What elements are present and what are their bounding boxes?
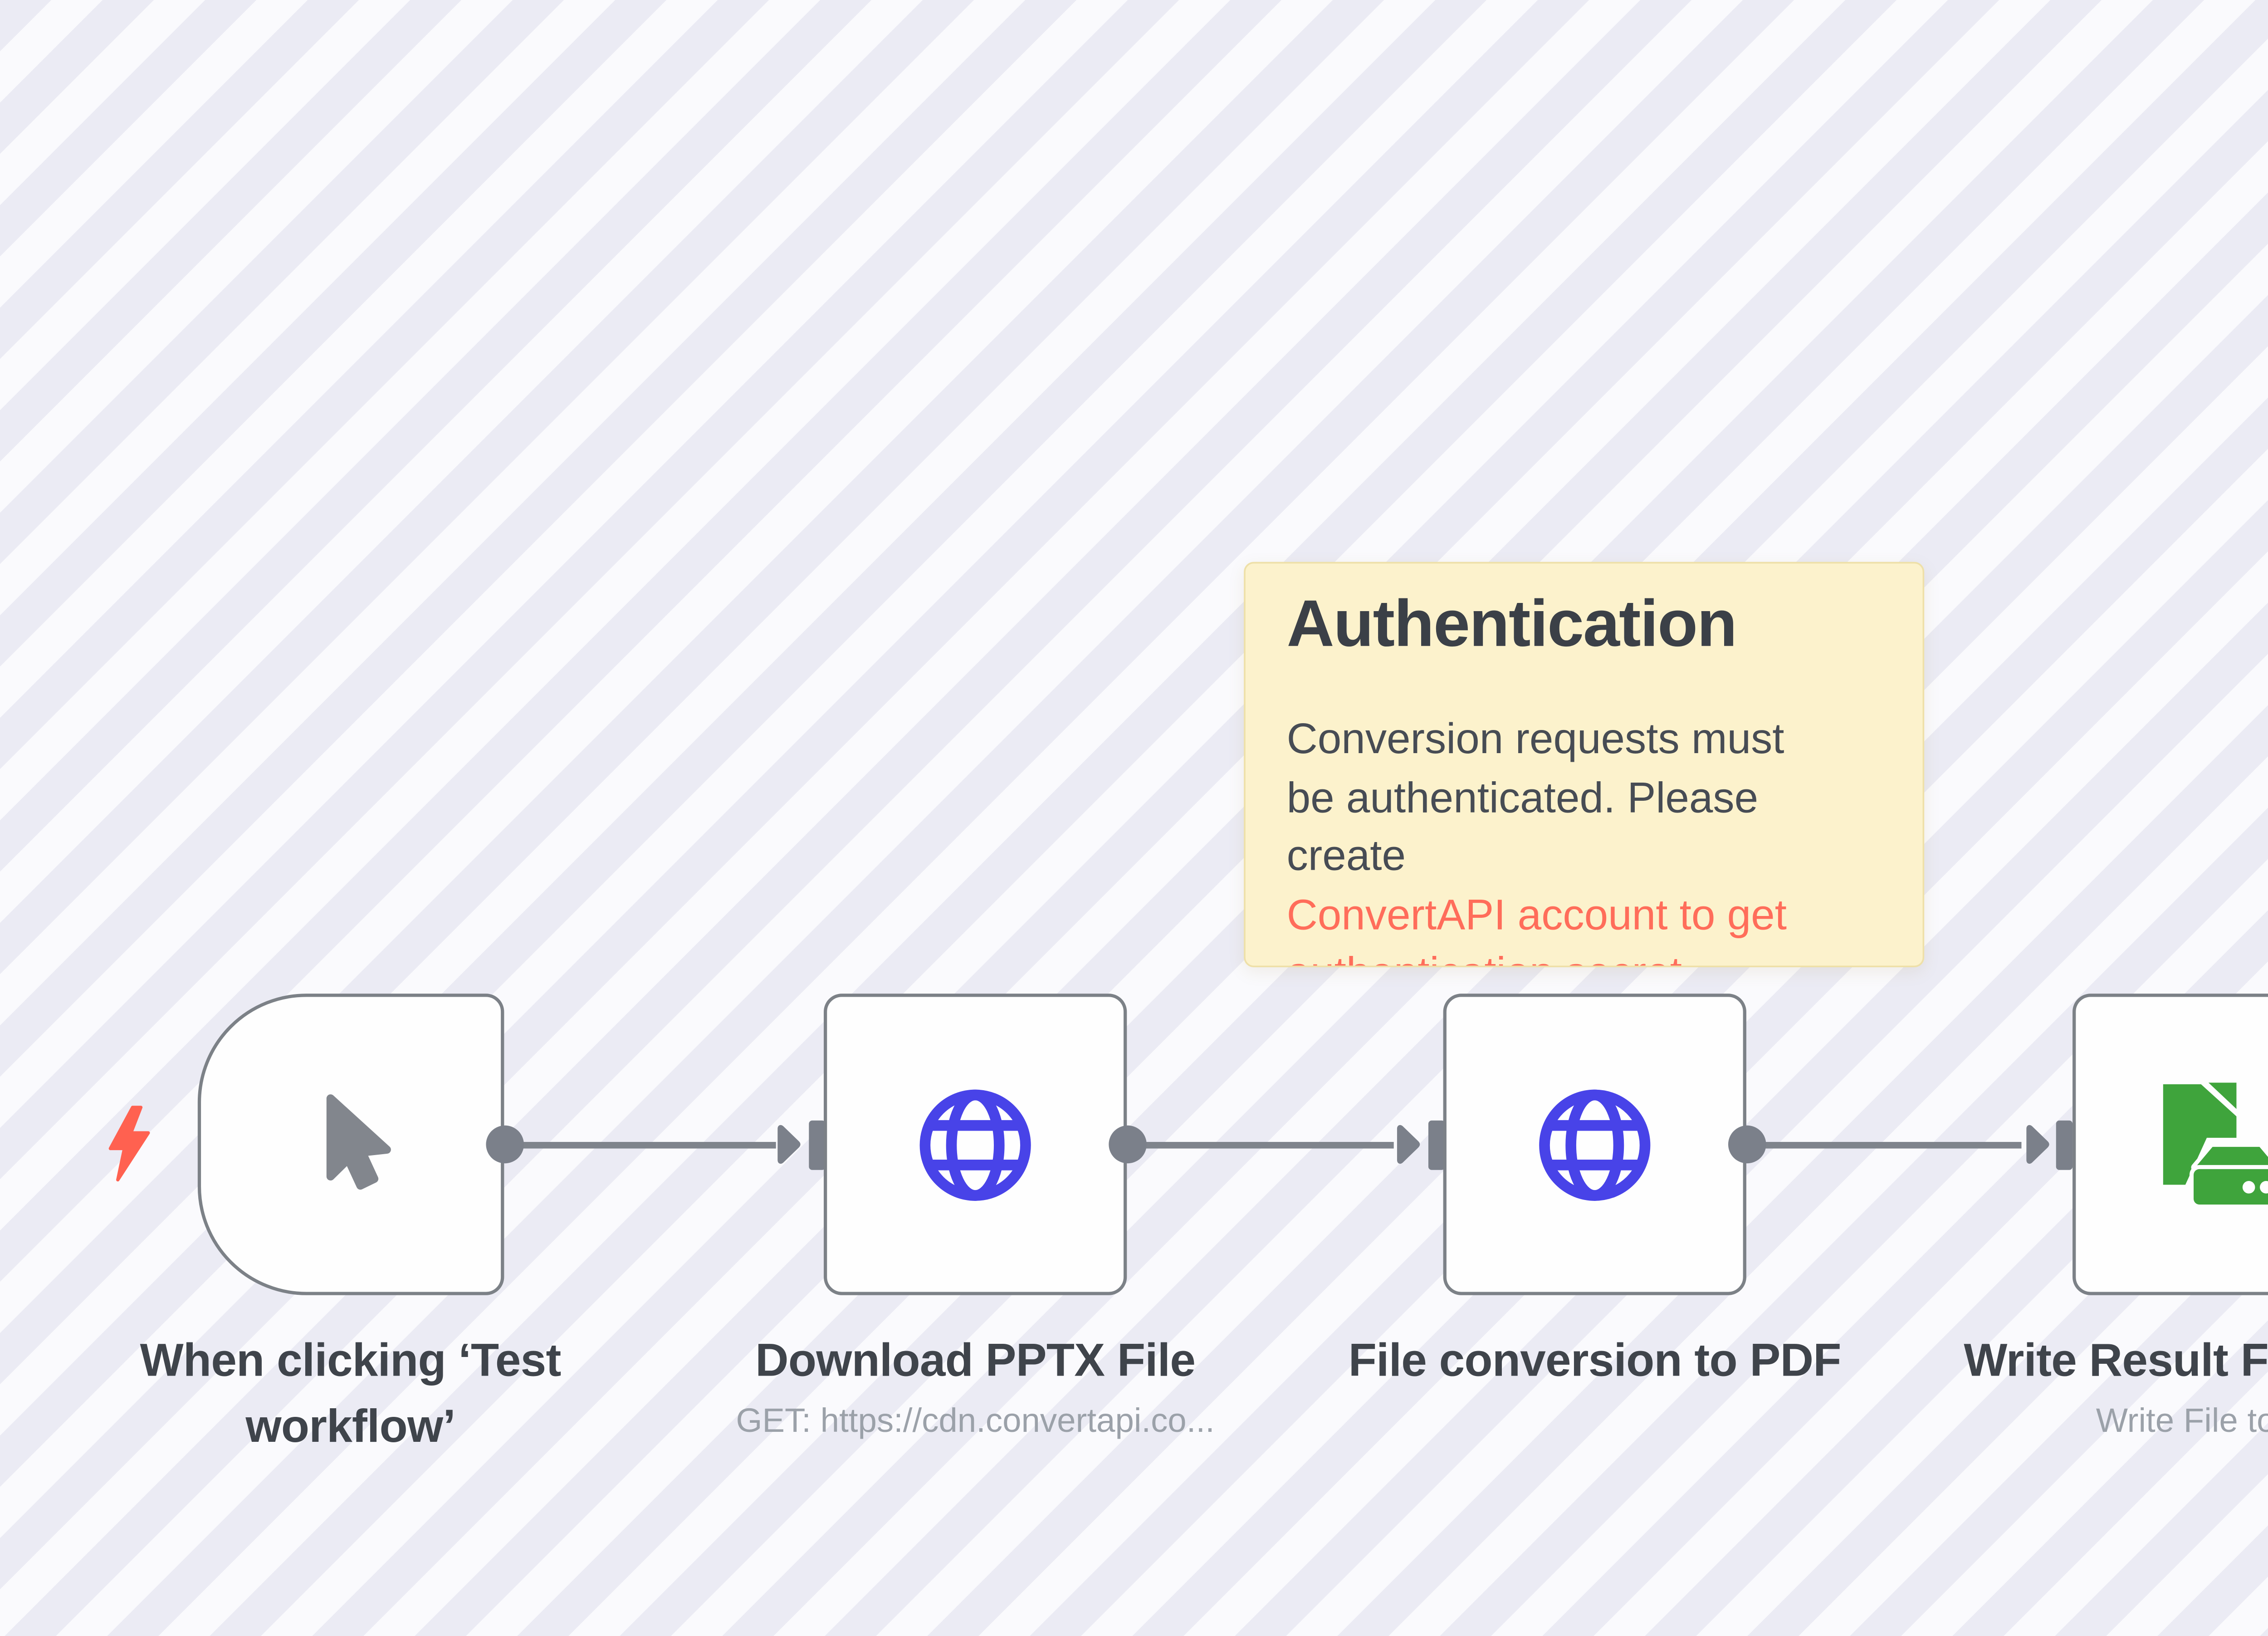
input-arrow-icon <box>1397 1125 1420 1164</box>
output-connector[interactable] <box>1108 1125 1146 1164</box>
node-download-pptx-file[interactable] <box>824 994 1127 1295</box>
mouse-pointer-icon <box>326 1093 391 1189</box>
sticky-note[interactable]: Authentication Conversion requests must b… <box>1244 562 1925 967</box>
node-file-conversion-to-pdf[interactable] <box>1443 994 1746 1295</box>
sticky-note-title: Authentication <box>1286 588 1737 661</box>
input-connector[interactable] <box>808 1119 825 1169</box>
node-title: Download PPTX File <box>755 1334 1196 1386</box>
node-title: Write Result File to Disk <box>1964 1334 2268 1386</box>
input-arrow-icon <box>2025 1125 2048 1164</box>
lightning-bolt-icon <box>108 1106 150 1182</box>
node-label-block: Write Result File to Disk Write File to … <box>1943 1328 2268 1443</box>
note-body-line: Conversion requests must <box>1286 713 1784 763</box>
convertapi-link[interactable]: authentication secret <box>1287 947 1682 965</box>
globe-icon <box>1539 1088 1651 1200</box>
output-connector[interactable] <box>485 1125 523 1164</box>
node-write-result-file-to-disk[interactable] <box>2072 994 2268 1295</box>
node-title: File conversion to PDF <box>1348 1334 1842 1386</box>
connection-wire[interactable] <box>1746 1141 2022 1148</box>
node-title: When clicking ‘Test workflow’ <box>140 1334 562 1452</box>
node-subtitle: Write File to Disk <box>2096 1402 2268 1440</box>
node-label-block: Download PPTX File GET: https://cdn.conv… <box>695 1328 1256 1443</box>
convertapi-link[interactable]: ConvertAPI account to get <box>1286 889 1787 939</box>
note-body-line: create <box>1286 830 1406 880</box>
file-hard-drive-icon <box>2163 1083 2268 1206</box>
node-subtitle: GET: https://cdn.convertapi.co... <box>736 1402 1215 1440</box>
sticky-note-body: Conversion requests must be authenticated… <box>1286 710 1882 966</box>
input-connector[interactable] <box>1427 1119 1444 1169</box>
node-when-clicking-test-workflow[interactable] <box>197 994 504 1295</box>
node-label-block: File conversion to PDF <box>1315 1328 1875 1394</box>
note-body-line: be authenticated. Please <box>1286 772 1759 822</box>
input-arrow-icon <box>777 1125 801 1164</box>
connection-wire[interactable] <box>1127 1141 1393 1148</box>
node-label-block: When clicking ‘Test workflow’ <box>70 1328 631 1460</box>
output-connector[interactable] <box>1727 1125 1765 1164</box>
connection-wire[interactable] <box>504 1141 776 1148</box>
globe-icon <box>919 1088 1031 1200</box>
input-connector[interactable] <box>2056 1119 2073 1169</box>
